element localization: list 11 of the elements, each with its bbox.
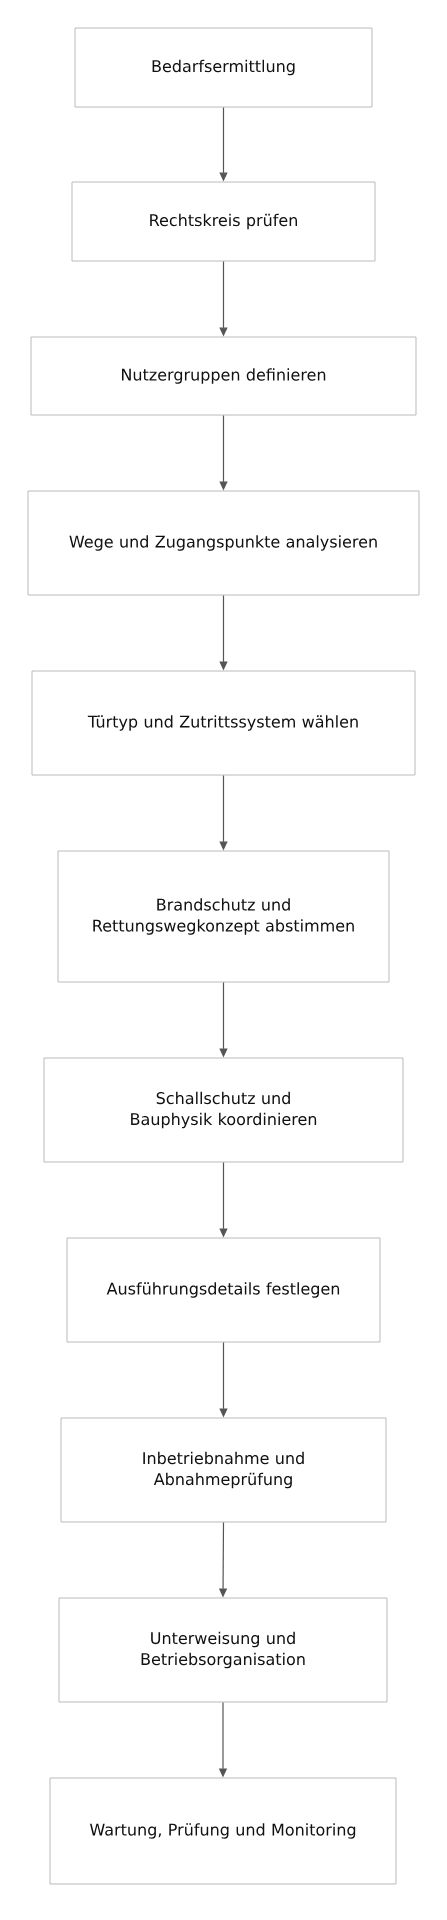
process-box: Rechtskreis prüfen (71, 181, 376, 262)
process-box: Nutzergruppen definieren (30, 336, 417, 416)
process-box: Ausführungsdetails festlegen (66, 1237, 381, 1343)
process-box: Unterweisung und Betriebsorganisation (58, 1597, 388, 1703)
process-box: Wartung, Prüfung und Monitoring (49, 1777, 397, 1885)
process-box: Bedarfsermittlung (74, 27, 373, 108)
process-box: Wege und Zugangspunkte analysieren (27, 490, 420, 596)
process-box: Brandschutz und Rettungswegkonzept abstimmen (57, 850, 390, 983)
process-box: Schallschutz und Bauphysik koordinieren (43, 1057, 404, 1163)
process-box: Inbetriebnahme und Abnahmeprüfung (60, 1417, 387, 1523)
process-box: Türtyp und Zutrittssystem wählen (31, 670, 416, 776)
